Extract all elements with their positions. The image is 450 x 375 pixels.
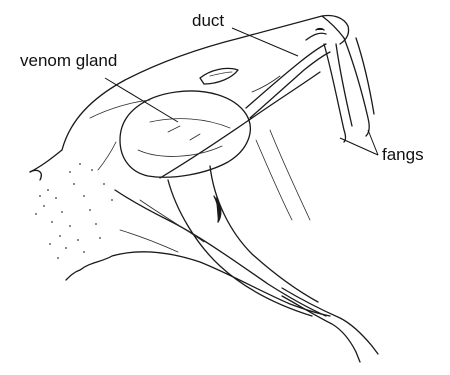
scale-texture [90, 76, 310, 252]
fangs-label: fangs [382, 145, 424, 164]
venom-gland-leader [105, 78, 178, 122]
neck-stipple [35, 163, 113, 259]
venom-duct [246, 44, 330, 118]
duct-label: duct [192, 11, 224, 30]
fangs [306, 16, 374, 142]
venom-gland [120, 91, 250, 177]
venom-gland-label: venom gland [20, 51, 117, 70]
duct-leader [232, 28, 298, 56]
eye [200, 68, 238, 84]
